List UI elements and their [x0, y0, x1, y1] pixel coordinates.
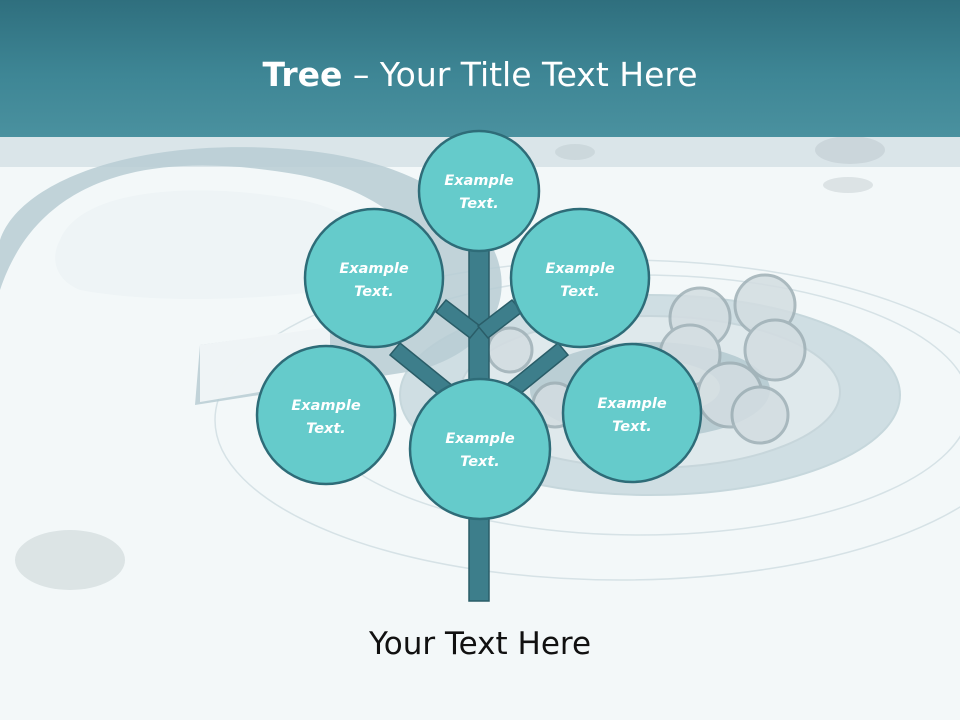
node-center-line2: Text. [460, 454, 500, 470]
node-center-line1: Example [445, 431, 515, 447]
node-lower-right-line1: Example [597, 396, 667, 412]
node-top-line2: Text. [459, 196, 499, 212]
tree-node-lower-right: Example Text. [561, 342, 703, 484]
node-upper-left-line1: Example [339, 261, 409, 277]
node-upper-left-line2: Text. [354, 284, 394, 300]
tree-node-top: Example Text. [417, 129, 541, 253]
node-upper-right-line1: Example [545, 261, 615, 277]
title-bold-text: Tree [262, 55, 343, 94]
slide-title: Tree – Your Title Text Here [0, 53, 960, 97]
tree-node-center: Example Text. [408, 377, 552, 521]
tree-node-lower-left: Example Text. [255, 344, 397, 486]
title-rest-text: – Your Title Text Here [342, 55, 698, 94]
caption-text: Your Text Here [368, 626, 592, 662]
title-bar: Tree – Your Title Text Here [0, 0, 960, 137]
tree-node-upper-right: Example Text. [509, 207, 651, 349]
node-lower-left-line1: Example [291, 398, 361, 414]
node-upper-right-line2: Text. [560, 284, 600, 300]
node-lower-left-line2: Text. [306, 421, 346, 437]
node-top-line1: Example [444, 173, 514, 189]
tree-node-upper-left: Example Text. [303, 207, 445, 349]
node-lower-right-line2: Text. [612, 419, 652, 435]
